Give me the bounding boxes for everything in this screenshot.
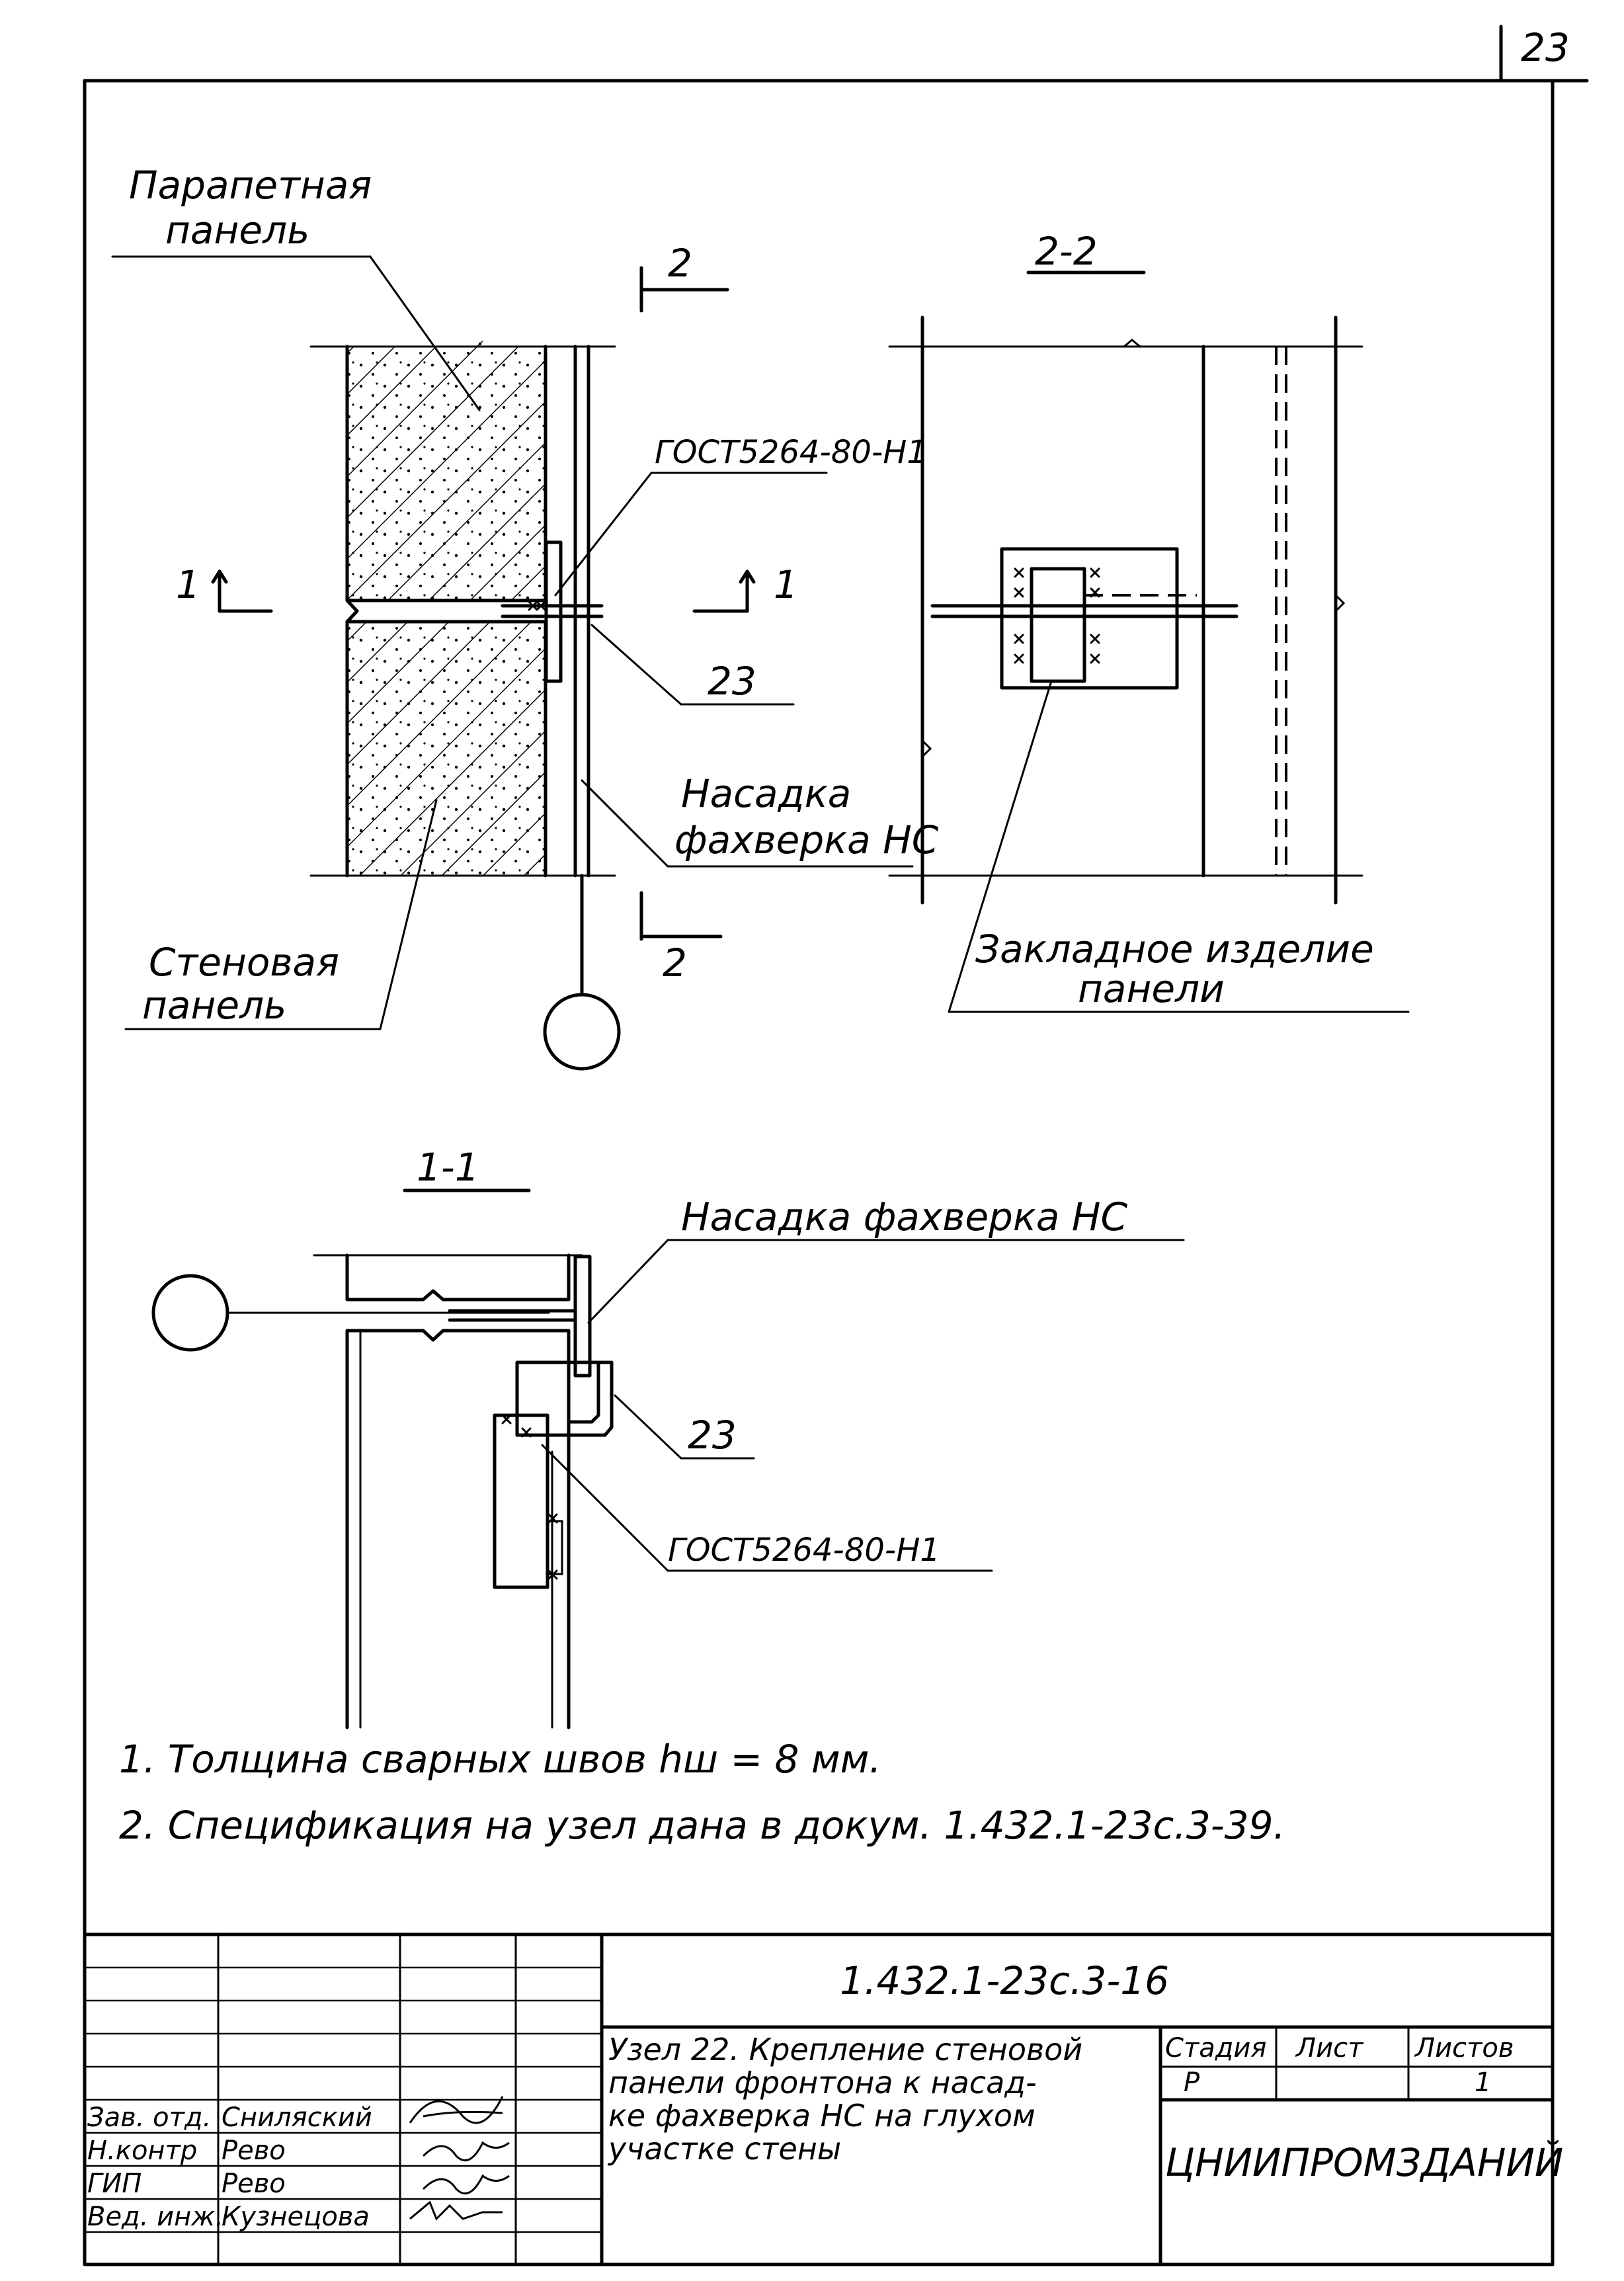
parapet-label-2: панель — [165, 208, 309, 253]
cut-2-top-label: 2 — [668, 241, 692, 286]
wall-panel — [345, 620, 548, 878]
parapet-panel — [345, 339, 548, 602]
sheets-value: 1 — [1475, 2067, 1491, 2098]
organization: ЦНИИПРОМЗДАНИЙ — [1165, 2139, 1563, 2185]
name-4: Кузнецова — [222, 2202, 370, 2232]
wall-label-2: панель — [142, 983, 286, 1028]
parapet-label-1: Парапетная — [129, 163, 372, 208]
title-line-3: ке фахверка НС на глухом — [608, 2098, 1035, 2134]
stage-value: Р — [1184, 2067, 1200, 2098]
sheets-header: Листов — [1414, 2033, 1514, 2063]
title-line-1: Узел 22. Крепление стеновой — [608, 2032, 1082, 2067]
gost-label-section: ГОСТ5264-80-Н1 — [668, 1532, 940, 1569]
main-view: 1 1 2 2 Парапетная панель ГОСТ5264-80-Н1… — [111, 163, 939, 1071]
nozzle-label-1-1: Насадка фахверка НС — [681, 1194, 1127, 1239]
sheet-frame: 23 — [83, 24, 1589, 2266]
gost-label-main: ГОСТ5264-80-Н1 — [655, 434, 927, 471]
role-4: Вед. инж. — [87, 2202, 223, 2232]
signature-scribble-3 — [422, 2174, 510, 2195]
cut-2-bottom-label: 2 — [663, 940, 687, 985]
stage-header: Стадия — [1165, 2033, 1266, 2063]
title-line-4: участке стены — [607, 2131, 841, 2167]
document-code: 1.432.1-23с.3-16 — [840, 1958, 1169, 2003]
title-line-2: панели фронтона к насад- — [608, 2065, 1037, 2100]
cut-1-right-label: 1 — [774, 562, 798, 607]
sheet-corner-number: 23 — [1521, 25, 1570, 70]
embed-label-2: панели — [1078, 966, 1225, 1011]
signature-scribble-4 — [409, 2200, 503, 2221]
embed-label-1: Закладное изделие — [975, 927, 1374, 972]
nozzle-label-1: Насадка — [681, 771, 851, 816]
view-1-1-title: 1-1 — [417, 1145, 479, 1190]
wall-label-1: Стеновая — [149, 940, 339, 985]
role-3: ГИП — [87, 2169, 142, 2199]
view-2-2: 2-2 Закладное изделие панели — [888, 229, 1410, 1013]
sheet-header: Лист — [1295, 2033, 1364, 2063]
notes: 1. Толщина сварных швов hш = 8 мм. 2. Сп… — [119, 1737, 1285, 1848]
item-23-main: 23 — [708, 659, 756, 704]
note-2: 2. Спецификация на узел дана в докум. 1.… — [119, 1803, 1285, 1848]
name-3: Рево — [222, 2169, 286, 2199]
role-1: Зав. отд. — [87, 2102, 211, 2133]
note-1: 1. Толщина сварных швов hш = 8 мм. — [119, 1737, 881, 1782]
view-1-1: 1-1 Насадка фахверка НС 23 — [151, 1145, 1185, 1729]
nozzle-label-2: фахверка НС — [674, 817, 939, 862]
name-2: Рево — [222, 2136, 286, 2166]
signature-scribble-1 — [409, 2096, 504, 2124]
view-2-2-title: 2-2 — [1035, 229, 1098, 274]
item-23-section: 23 — [688, 1413, 737, 1458]
name-1: Сниляский — [222, 2102, 372, 2133]
cut-1-left-label: 1 — [176, 562, 200, 607]
signature-scribble-2 — [422, 2141, 510, 2162]
title-block: 1.432.1-23с.3-16 Узел 22. Крепление стен… — [83, 1932, 1563, 2266]
role-2: Н.контр — [87, 2136, 197, 2166]
